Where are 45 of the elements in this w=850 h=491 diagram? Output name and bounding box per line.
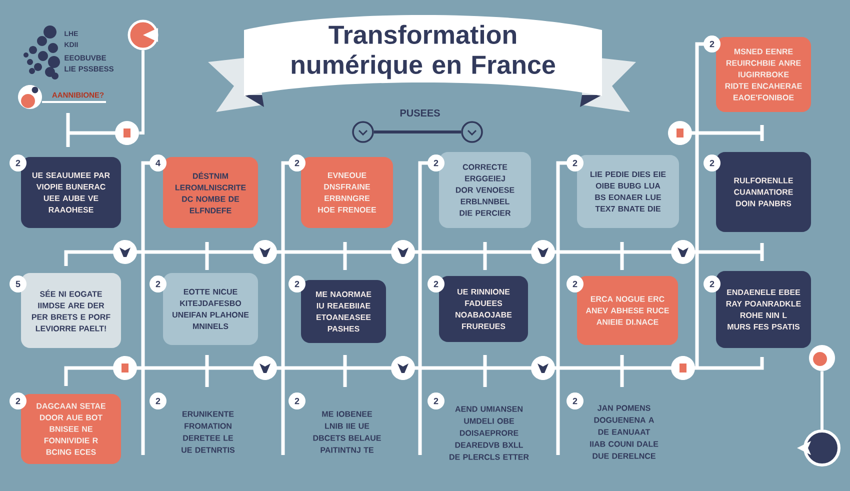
number-badge: 2 (566, 392, 584, 410)
number-badge: 2 (288, 276, 306, 292)
marker-icon (115, 121, 139, 145)
step-text: ME IOBENEE LNIB IIE UE DBCETS BELAUE PAITINTNJ TE (313, 411, 381, 453)
number-badge: 2 (704, 154, 720, 172)
subtitle: PUSEES (400, 109, 440, 117)
chevron-icon (352, 121, 374, 143)
number-badge: 5 (10, 276, 26, 292)
connector-line (139, 50, 144, 134)
number-badge: 2 (288, 392, 306, 410)
step-text: JAN POMENS DOGUENENA A DE EANUAAT IIAB COUNI DALE DUE DERELNCE (590, 405, 658, 459)
step-box: SÉE NI EOGATE IIMDSE ARE DER PER BRETS E PORF LEVIORRE PAELT! (21, 273, 121, 348)
connector-line (374, 130, 462, 134)
number-badge: 2 (428, 276, 444, 292)
circle-icon (797, 430, 840, 466)
step-box: ME NAORMAE IU REAEBIIAE ETOANEASEE PASHES (301, 280, 386, 343)
chevron-icon (461, 121, 483, 143)
step-box: LIE PEDIE DIES EIE OIBE BUBG LUA BS EONAER LUE TEX7 BNATE DIE (577, 155, 679, 228)
step-box: UE RINNIONE FADUEES NOABAOJABE FRUREUES (439, 276, 528, 342)
step-box: ERCA NOGUE ERC ANEV ABHESE RUCE ANIEIE DI.NACE (577, 276, 678, 345)
step-box: DAGCAAN SETAE DOOR AUE BOT BNISEE NE FONNIVIDIE R BCING ECES (21, 394, 121, 464)
step-box: DÉSTNIM LEROMLNISCRITE DC NOMBE DE ELFNDEFE (163, 157, 258, 228)
circle-icon (809, 345, 835, 371)
number-badge: 2 (704, 276, 720, 292)
step-box: ENDAENELE EBEE RAY POANRADKLE ROHE NIN L MURS FES PSATIS (716, 271, 811, 348)
number-badge: 2 (428, 392, 444, 410)
step-box: EOTTE NICUE KITEJDAFESBO UNEIFAN PLAHONE MNINELS (163, 273, 258, 345)
number-badge: 4 (150, 154, 166, 172)
number-badge: 2 (10, 154, 26, 172)
number-badge: 2 (288, 154, 306, 172)
connector-line (820, 371, 824, 430)
step-box: CORRECTE ERGGEIEJ DOR VENOESE ERBLNNBEL DIE PERCIER (439, 152, 531, 228)
number-badge: 2 (704, 36, 720, 52)
number-badge: 2 (566, 276, 584, 292)
number-badge: 2 (428, 154, 444, 172)
step-box: RULFORENLLE CUANMATIORE DOIN PANBRS (716, 152, 811, 232)
number-badge: 2 (10, 392, 26, 410)
number-badge: 2 (150, 392, 166, 410)
step-box: UE SEAUUMEE PAR VIOPIE BUNERAC UEE AUBE VE RAAOHESE (21, 157, 121, 228)
step-text: AEND UMIANSEN UMDELI OBE DOISAEPRORE DEAREDVB BXLL DE PLERCLS ETTER (450, 406, 529, 460)
step-box: EVNEOUE DNSFRAINE ERBNNGRE HOE FRENOEE (301, 157, 393, 228)
number-badge: 2 (566, 154, 584, 172)
step-text: ERUNIKENTE FROMATION DERETEE LE UE DETNRTIS (182, 411, 235, 453)
number-badge: 2 (150, 276, 166, 292)
step-box: MSNED EENRE REUIRCHBIE ANRE IUGIRRBOKE RIDTE ENCAHERAE EAOE'FONIBOE (716, 37, 811, 112)
